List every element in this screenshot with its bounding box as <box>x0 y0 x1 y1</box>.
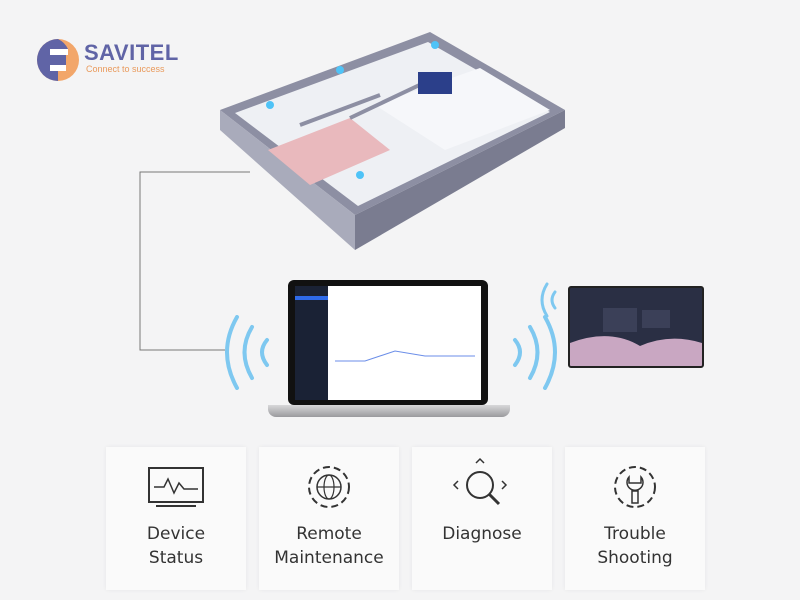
wifi-signal-icon <box>513 315 557 390</box>
logo-icon <box>37 39 79 81</box>
dashboard-sidebar <box>295 286 328 400</box>
dashboard-screen <box>295 286 481 400</box>
logo <box>36 38 80 87</box>
feature-label: Remote <box>296 524 362 544</box>
wifi-signal-icon <box>540 282 557 318</box>
monitor-pulse-icon <box>148 467 204 507</box>
feature-label: Trouble <box>604 524 666 544</box>
brand-tagline: Connect to success <box>86 64 165 74</box>
feature-label: Maintenance <box>274 548 384 568</box>
feature-card-diagnose: Diagnose <box>412 447 552 590</box>
magnifier-icon <box>452 457 508 506</box>
feature-label: Shooting <box>597 548 673 568</box>
smart-display <box>568 286 704 368</box>
gear-wrench-icon <box>614 466 656 508</box>
laptop-base <box>268 405 510 417</box>
dashboard-line-chart <box>335 350 475 362</box>
laptop-screen <box>288 280 488 405</box>
floor-plan-illustration <box>220 32 565 250</box>
feature-label: Diagnose <box>442 524 522 544</box>
gear-globe-icon <box>308 466 350 508</box>
wifi-signal-icon <box>225 315 269 390</box>
feature-label: Status <box>148 548 204 568</box>
feature-label: Device <box>146 524 206 544</box>
brand-name: SAVITEL <box>84 40 179 65</box>
